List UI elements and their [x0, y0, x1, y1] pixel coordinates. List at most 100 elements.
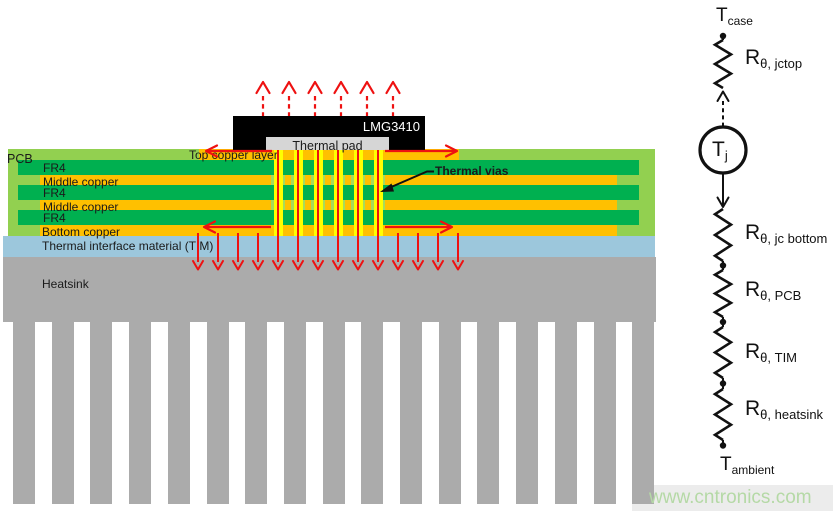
- r-jctop-label: Rθ, jctop: [745, 47, 802, 70]
- junction-to-top-dashed-arrow: [716, 90, 730, 126]
- bottom-copper-left-arrow: [202, 220, 271, 234]
- r-tim-sub: θ, TIM: [760, 350, 798, 366]
- t-ambient-node-dot: [719, 442, 727, 449]
- via-clearance: [302, 175, 305, 185]
- r-pcb-sub: θ, PCB: [760, 288, 802, 304]
- via-clearance: [322, 200, 325, 210]
- via-clearance: [371, 175, 374, 185]
- up-arrow: [255, 80, 271, 116]
- heatsink-fin: [477, 322, 500, 504]
- fr4-2-label: FR4: [43, 186, 66, 200]
- r-jctop-sub: θ, jctop: [760, 56, 803, 72]
- t-j-main: T: [712, 138, 725, 161]
- r-heatsink-sub: θ, heatsink: [760, 407, 824, 423]
- tim-down-arrow: [252, 233, 264, 271]
- via-clearance: [282, 175, 285, 185]
- junction-to-bottom-arrow: [716, 173, 730, 208]
- heat-flow-arrows: [192, 80, 464, 271]
- top-copper-right-arrow: [385, 144, 459, 158]
- resistor-tim: [712, 325, 734, 380]
- layer-middle-copper-1: [40, 175, 617, 185]
- via-clearance: [351, 200, 354, 210]
- heatsink-fin: [245, 322, 268, 504]
- via-clearance: [311, 200, 314, 210]
- up-arrow: [333, 80, 349, 116]
- tim-down-arrow: [212, 233, 224, 271]
- heatsink-fin: [554, 322, 577, 504]
- via-down-arrow: [352, 150, 364, 271]
- up-arrow: [359, 80, 375, 116]
- resistor-pcb: [712, 268, 734, 319]
- via-clearance: [371, 200, 374, 210]
- tim-down-arrow: [392, 233, 404, 271]
- up-arrow: [385, 80, 401, 116]
- heatsink-fin: [13, 322, 35, 504]
- middle-copper-2-label: Middle copper: [43, 199, 119, 214]
- via-clearance: [382, 175, 385, 185]
- pcb-label: PCB: [7, 151, 33, 166]
- thermal-pad-label: Thermal pad: [292, 138, 363, 153]
- t-j-label: Tj: [712, 139, 728, 162]
- heatsink-fin: [593, 322, 616, 504]
- via-clearance: [362, 200, 365, 210]
- via-clearance: [331, 200, 334, 210]
- resistor-heatsink: [712, 387, 734, 442]
- thermal-resistance-circuit: [698, 32, 748, 449]
- via-clearance: [351, 175, 354, 185]
- heatsink-fin: [51, 322, 74, 504]
- via-down-arrow: [292, 150, 304, 271]
- heatsink-label: Heatsink: [42, 277, 89, 291]
- chip-label: LMG3410: [362, 119, 420, 134]
- via-clearance: [362, 175, 365, 185]
- heatsink-fin: [90, 322, 113, 504]
- via-down-arrow: [372, 150, 384, 271]
- heatsink-fin: [322, 322, 345, 504]
- r-jcbottom-sub: θ, jc bottom: [760, 231, 828, 247]
- via-clearance: [271, 200, 274, 210]
- r-tim-main: R: [745, 340, 761, 363]
- thermal-vias-label: Thermal vias: [435, 163, 509, 178]
- fr4-3-label: FR4: [43, 211, 66, 225]
- via-clearance: [302, 200, 305, 210]
- tim-label: Thermal interface material (TIM): [42, 238, 214, 253]
- lateral-heat-arrows: [202, 144, 459, 234]
- layer-bottom-copper: [40, 225, 617, 236]
- t-case-sub: case: [727, 14, 753, 29]
- via-clearance: [291, 175, 294, 185]
- layer-middle-copper-2: [40, 200, 617, 210]
- junction-dot: [719, 318, 727, 326]
- r-jcbottom-label: Rθ, jc bottom: [745, 222, 827, 245]
- via-clearance: [311, 175, 314, 185]
- via-clearance: [382, 200, 385, 210]
- fr4-1-label: FR4: [43, 161, 66, 175]
- resistor-jctop: [712, 38, 734, 90]
- r-pcb-label: Rθ, PCB: [745, 279, 801, 302]
- via-down-arrow: [332, 150, 344, 271]
- r-heatsink-main: R: [745, 397, 761, 420]
- up-arrow: [281, 80, 297, 116]
- t-case-main: T: [716, 5, 728, 26]
- junction-dot: [719, 262, 727, 269]
- thermal-vias-pointer-arrow: [380, 170, 434, 192]
- heatsink-fin: [206, 322, 229, 504]
- heatsink-fin: [632, 322, 655, 504]
- heatsink-fin: [129, 322, 152, 504]
- layer-fr4-1: [18, 160, 639, 175]
- tim-down-arrow: [232, 233, 244, 271]
- via-clearance: [322, 175, 325, 185]
- heatsink-fin: [400, 322, 422, 504]
- up-arrow: [307, 80, 323, 116]
- thermal-pad: [266, 137, 389, 150]
- via-down-arrow: [312, 150, 324, 271]
- watermark-background: [632, 485, 833, 511]
- tim-down-arrow: [452, 233, 464, 271]
- heat-down-arrows: [192, 150, 464, 271]
- via-down-arrow: [272, 150, 284, 271]
- heatsink-fin: [361, 322, 384, 504]
- via-clearance: [291, 200, 294, 210]
- heatsink-slab: [3, 257, 656, 322]
- layer-fr4-2: [18, 185, 639, 200]
- t-ambient-label: Tambient: [720, 455, 774, 476]
- r-tim-label: Rθ, TIM: [745, 341, 797, 364]
